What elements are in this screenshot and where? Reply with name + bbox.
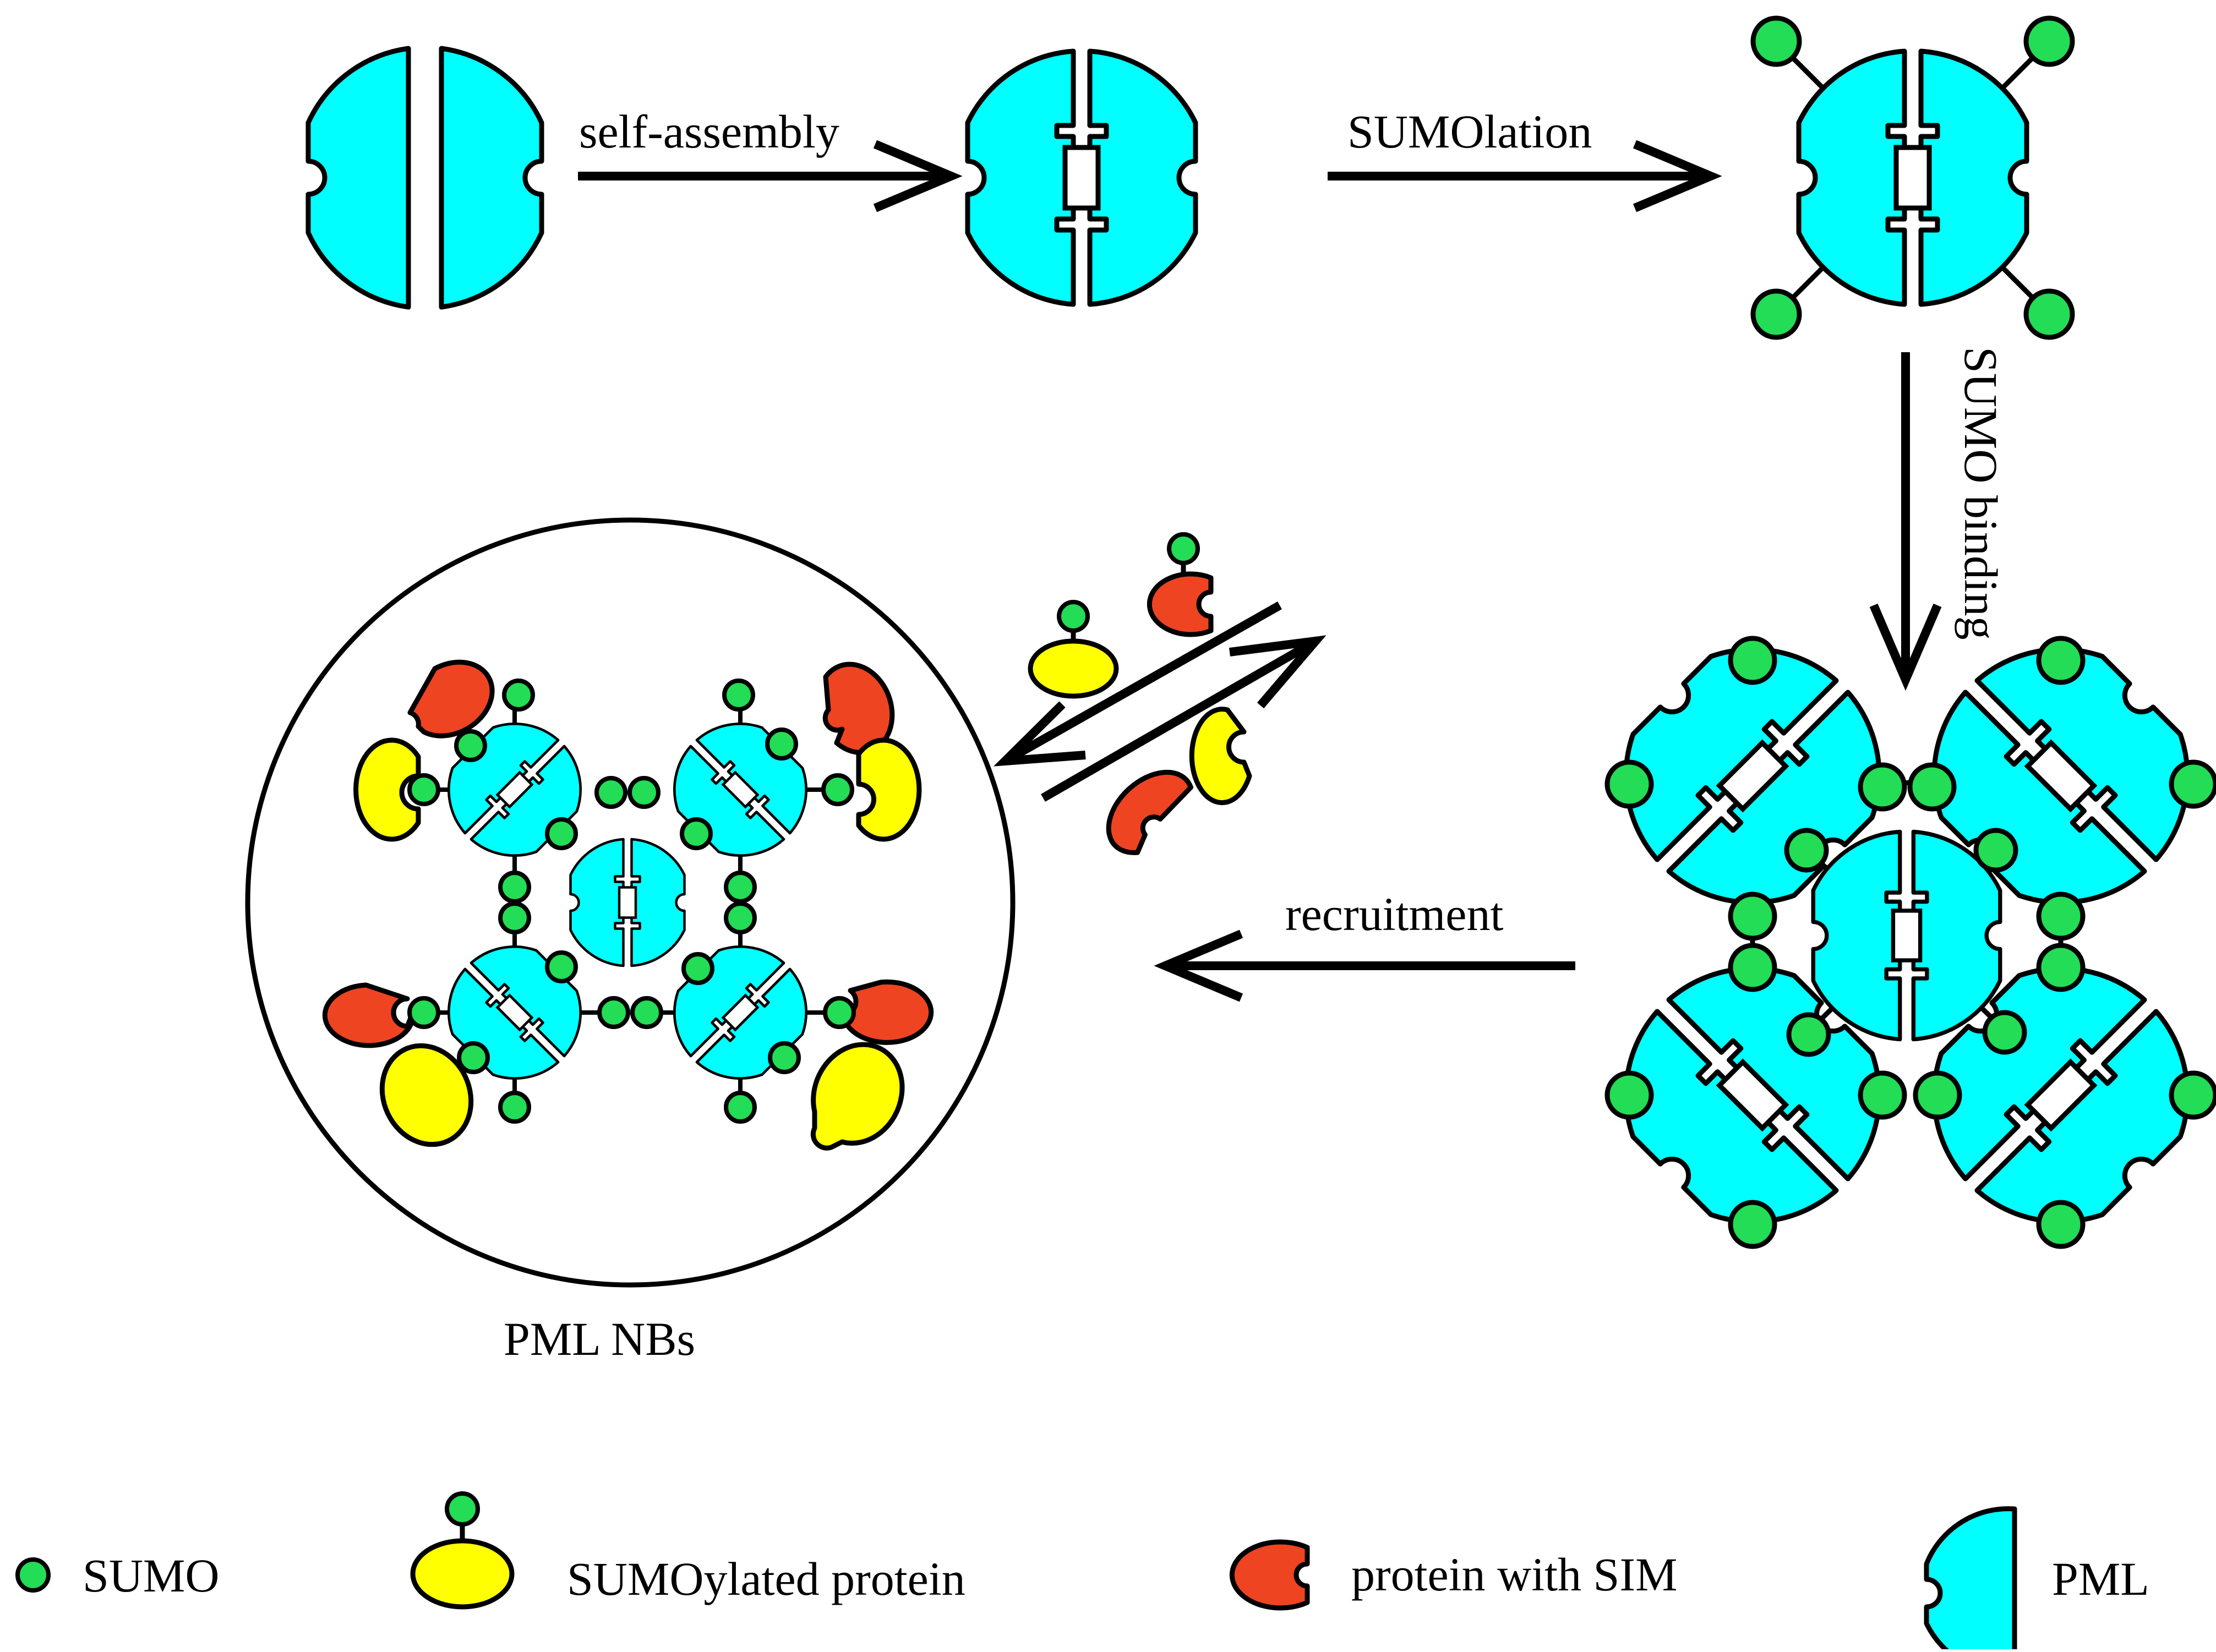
pml-monomer-left: [305, 46, 411, 310]
nb-pml-center: [571, 839, 685, 966]
sumoylated-pml-dimer: [1750, 15, 2075, 340]
label-recruitment: recruitment: [1285, 888, 1503, 940]
free-sumoylated-protein: [1028, 600, 1119, 699]
legend-pml-label: PML: [2052, 1552, 2149, 1605]
sumo-icon: [1750, 258, 1832, 340]
free-protein-with-sim: [1106, 769, 1193, 855]
nb-pml-top-right: [652, 701, 828, 878]
label-sumo-binding: SUMO binding: [1955, 347, 2007, 640]
nb-pml-bottom-right: [652, 924, 828, 1101]
legend-sumo-icon: [15, 1557, 51, 1593]
equilibrium-arrows: [993, 601, 1327, 802]
nb-sumo-beads: [407, 679, 856, 1124]
legend-protein-with-sim-label: protein with SIM: [1351, 1548, 1677, 1601]
legend-sumoylated-protein-label: SUMOylated protein: [567, 1552, 965, 1605]
pml-nb: [245, 517, 1016, 1288]
free-yellow-protein: [1189, 707, 1252, 806]
pml-network: [1582, 606, 2216, 1265]
label-self-assembly: self-assembly: [579, 105, 839, 158]
arrow-sumolation: [1328, 140, 1722, 212]
network-sumo-beads: [1604, 636, 2216, 1249]
arrow-recruitment: [1154, 929, 1575, 1002]
sumo-icon: [1750, 15, 1832, 97]
legend: SUMO SUMOylated protein protein with SIM…: [15, 1491, 2149, 1652]
pml-monomer-right: [439, 46, 544, 310]
legend-sumoylated-protein-icon: [410, 1491, 515, 1610]
pml-monomer-pair: [305, 46, 544, 310]
nb-partner-proteins: [322, 659, 934, 1151]
label-sumolation: SUMOlation: [1347, 105, 1592, 158]
pml-nb-boundary: [245, 517, 1016, 1288]
arrow-sumo-binding: [1869, 352, 1942, 691]
legend-protein-with-sim-icon: [1229, 1539, 1310, 1611]
legend-pml-icon: [1924, 1506, 2017, 1652]
pml-dimer: [968, 51, 1196, 304]
sumo-icon: [1993, 258, 2075, 340]
legend-sumo-label: SUMO: [83, 1549, 220, 1602]
label-pml-nbs: PML NBs: [504, 1312, 695, 1365]
free-sumoylated-sim-protein-complex: [1147, 532, 1214, 637]
sumo-icon: [1993, 15, 2075, 97]
network-pml-center: [1813, 832, 2000, 1039]
arrow-self-assembly: [578, 140, 963, 212]
